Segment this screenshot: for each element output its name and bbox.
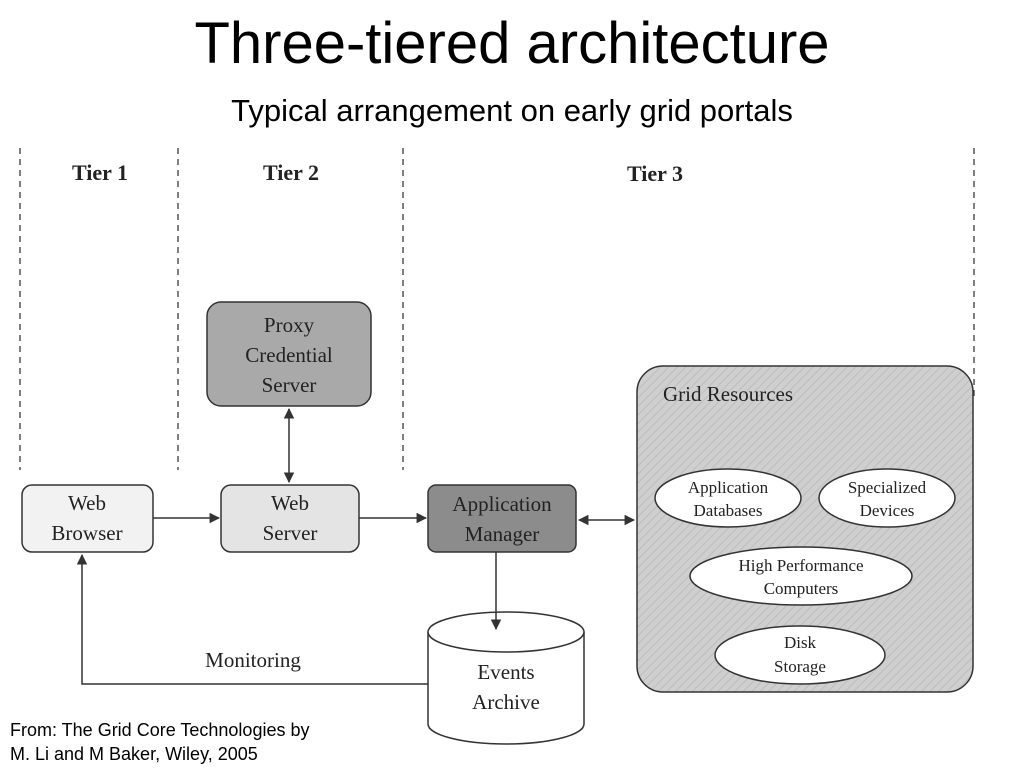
- specialized-devices-label-line1: Specialized: [848, 478, 927, 497]
- web-browser-label-line2: Browser: [51, 521, 122, 545]
- tier1-label: Tier 1: [72, 160, 128, 185]
- page-subtitle: Typical arrangement on early grid portal…: [231, 93, 793, 128]
- hpc-label-line2: Computers: [764, 579, 839, 598]
- proxy-credential-server-node: Proxy Credential Server: [206, 301, 372, 407]
- app-databases-label-line1: Application: [688, 478, 769, 497]
- specialized-devices-node: Specialized Devices: [818, 468, 956, 528]
- page-title: Three-tiered architecture: [194, 11, 830, 76]
- disk-storage-label-line2: Storage: [774, 657, 826, 676]
- hpc-label-line1: High Performance: [738, 556, 863, 575]
- high-performance-computers-node: High Performance Computers: [689, 546, 913, 606]
- web-browser-node: Web Browser: [21, 484, 154, 553]
- web-server-label-line2: Server: [263, 521, 318, 545]
- web-browser-label-line1: Web: [68, 491, 106, 515]
- app-databases-label-line2: Databases: [694, 501, 763, 520]
- web-server-node: Web Server: [220, 484, 360, 553]
- tier-separators: [19, 148, 975, 470]
- application-databases-node: Application Databases: [654, 468, 802, 528]
- caption-line2: M. Li and M Baker, Wiley, 2005: [10, 744, 258, 764]
- tier3-label: Tier 3: [627, 161, 683, 186]
- proxy-label-line3: Server: [262, 373, 317, 397]
- proxy-label-line1: Proxy: [264, 313, 315, 337]
- app-manager-label-line2: Manager: [465, 522, 540, 546]
- grid-resources-label: Grid Resources: [663, 382, 793, 406]
- tier2-label: Tier 2: [263, 160, 319, 185]
- web-server-label-line1: Web: [271, 491, 309, 515]
- connectors: [76, 407, 636, 685]
- grid-resources-group: Grid Resources Application Databases Spe…: [636, 365, 974, 693]
- monitoring-label: Monitoring: [205, 648, 301, 672]
- disk-storage-label-line1: Disk: [784, 633, 817, 652]
- source-caption: From: The Grid Core Technologies by M. L…: [10, 718, 309, 766]
- app-manager-label-line1: Application: [452, 492, 552, 516]
- events-archive-label-line1: Events: [477, 660, 534, 684]
- specialized-devices-label-line2: Devices: [860, 501, 915, 520]
- edge-monitoring: [76, 553, 428, 685]
- proxy-label-line2: Credential: [245, 343, 333, 367]
- application-manager-node: Application Manager: [427, 484, 577, 553]
- events-archive-node: Events Archive: [427, 611, 585, 745]
- disk-storage-node: Disk Storage: [714, 625, 886, 685]
- caption-line1: From: The Grid Core Technologies by: [10, 720, 310, 740]
- events-archive-label-line2: Archive: [472, 690, 540, 714]
